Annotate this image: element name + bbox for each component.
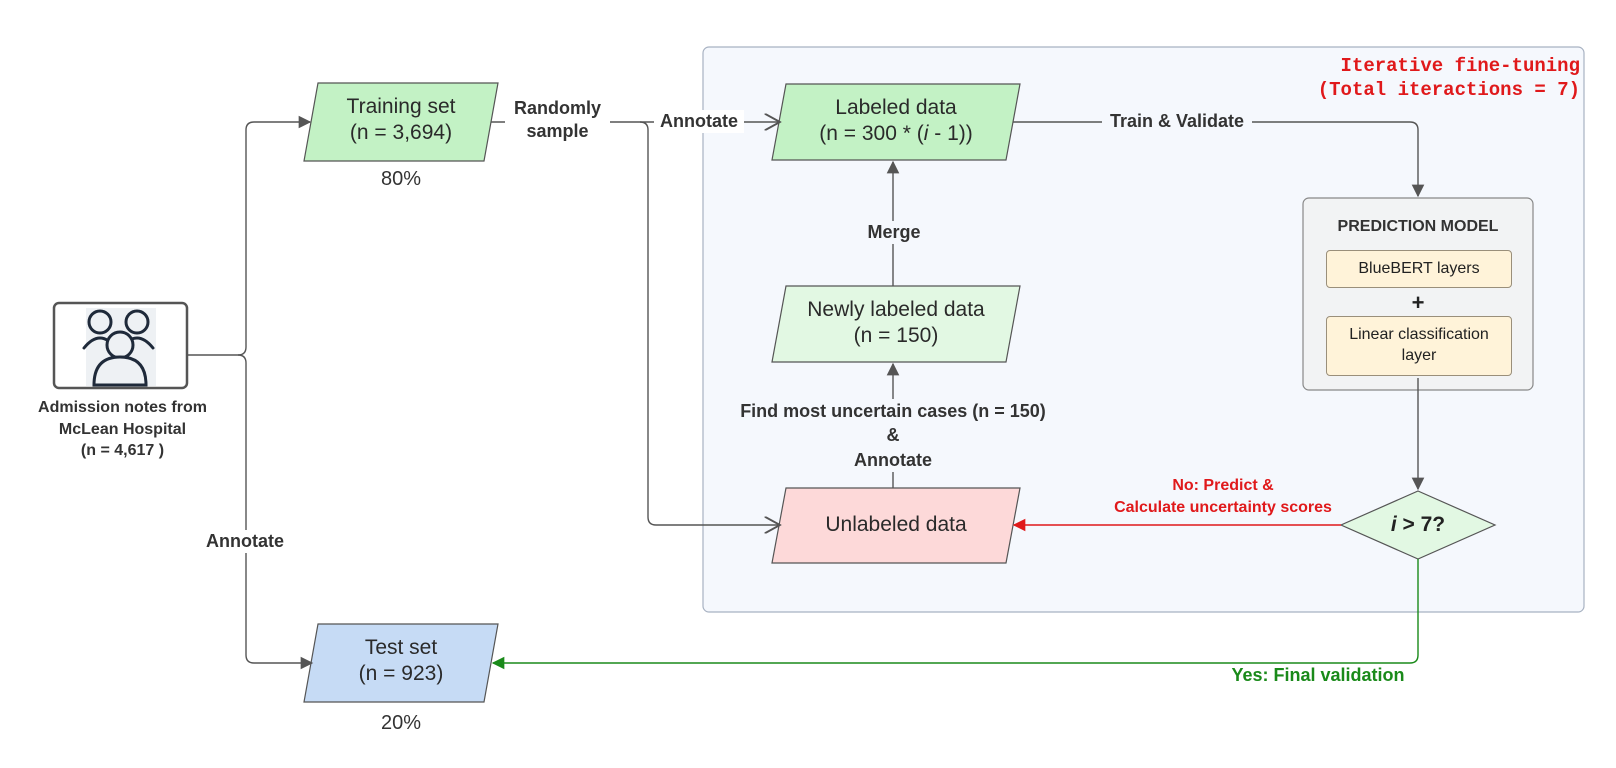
labeled-data-label: Labeled data (n = 300 * (i - 1)) (779, 95, 1013, 148)
training-set-label: Training set (n = 3,694) (311, 94, 491, 147)
prediction-model-title: PREDICTION MODEL (1337, 218, 1499, 235)
unlabeled-data-shape (771, 487, 1021, 564)
newly-labeled-shape (771, 285, 1021, 363)
edge-label-random-sample: Randomly sample (505, 97, 610, 142)
edge-label-no-branch: No: Predict & Calculate uncertainty scor… (1098, 475, 1348, 520)
source-label-line2: McLean Hospital (58, 420, 187, 438)
decision-label: i > 7? (1360, 512, 1476, 538)
edge-label-find-uncertain-line1: Find most uncertain cases (n = 150) (740, 401, 1046, 421)
decision-rest: > 7? (1396, 513, 1446, 536)
iterative-panel-title: Iterative fine-tuning (Total iteractions… (1250, 55, 1580, 103)
linear-layer-text-line2: layer (1401, 347, 1437, 364)
edge-source-to-test (237, 354, 314, 670)
unlabeled-data-label: Unlabeled data (825, 513, 967, 536)
labeled-data-count: (n = 300 * (i - 1)) (779, 121, 1013, 147)
plus-sign: + (1411, 290, 1425, 315)
bluebert-layer-box: BlueBERT layers (1326, 250, 1512, 288)
edge-training-to-unlabeled (639, 121, 780, 525)
people-group-icon (82, 308, 156, 387)
edge-label-find-uncertain-line2: & (886, 425, 900, 446)
newly-labeled-label: Newly labeled data (n = 150) (779, 297, 1013, 350)
test-set-title: Test set (364, 636, 438, 659)
test-set-label: Test set (n = 923) (311, 635, 491, 688)
linear-layer-box: Linear classification layer (1326, 316, 1512, 376)
edge-label-no-line1: No: Predict & (1172, 477, 1274, 494)
edge-label-find-uncertain-line3: Annotate (854, 449, 932, 470)
edge-label-random-sample-line1: Randomly (513, 98, 601, 118)
edge-labeled-to-model (1013, 121, 1425, 198)
training-percent: 80% (380, 168, 422, 190)
edge-label-yes-branch: Yes: Final validation (1231, 665, 1405, 685)
test-set-count: (n = 923) (358, 662, 444, 686)
edge-decision-yes (491, 559, 1419, 670)
edge-label-annotate-left: Annotate (198, 530, 292, 553)
labeled-count-var: i (923, 122, 929, 146)
labeled-data-shape (771, 83, 1021, 161)
linear-layer-text-line1: Linear classification (1349, 326, 1489, 344)
labeled-count-post: - 1)) (928, 122, 973, 146)
source-label: Admission notes from McLean Hospital (n … (20, 397, 225, 462)
source-label-line1: Admission notes from (38, 399, 207, 416)
iterative-panel-title-line1: Iterative fine-tuning (1340, 55, 1580, 77)
newly-labeled-title: Newly labeled data (807, 298, 985, 321)
decision-var: i (1390, 513, 1397, 536)
edge-label-merge: Merge (858, 221, 930, 244)
labeled-count-pre: (n = 300 * ( (819, 122, 924, 146)
edge-label-no-line2: Calculate uncertainty scores (1114, 499, 1332, 517)
iterative-panel-title-line2: (Total iteractions = 7) (1317, 78, 1580, 101)
edge-source-to-training (187, 115, 312, 356)
labeled-data-title: Labeled data (835, 96, 957, 119)
source-label-line3: (n = 4,617 ) (80, 442, 165, 460)
edge-label-train-validate: Train & Validate (1102, 110, 1252, 133)
test-percent: 20% (380, 712, 422, 734)
newly-labeled-count: (n = 150) (853, 324, 939, 348)
bluebert-layer-text: BlueBERT layers (1358, 259, 1480, 277)
training-set-title: Training set (346, 95, 456, 118)
training-set-shape (303, 82, 499, 162)
edge-label-find-uncertain: Find most uncertain cases (n = 150) & An… (713, 399, 1073, 472)
edge-label-random-sample-line2: sample (526, 120, 589, 141)
training-set-count: (n = 3,694) (349, 121, 453, 145)
edge-label-annotate-top: Annotate (654, 110, 744, 133)
test-set-shape (303, 623, 499, 703)
